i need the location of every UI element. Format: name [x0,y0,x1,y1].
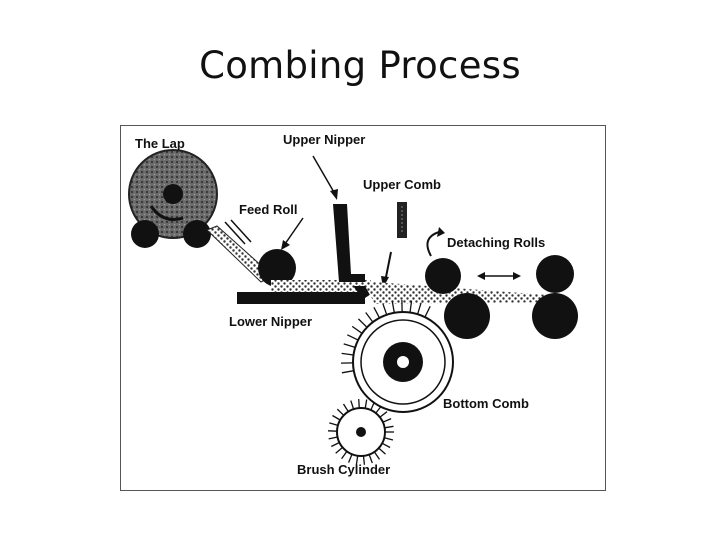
brush-bristle [370,401,375,411]
detaching-motion-arrowhead-right [513,272,521,280]
bottom-comb-outer [352,311,454,413]
brush-bristle [335,446,344,454]
brush-bristle [328,436,338,440]
lower-nipper-lip [353,286,371,298]
brush-bristle [350,400,355,410]
label-the-lap: The Lap [135,136,185,151]
bottom-comb [340,299,454,413]
brush-bristle [331,441,340,448]
upper-nipper-pointer [312,155,336,195]
bottom-comb-needle [357,318,368,328]
label-feed-roll: Feed Roll [239,202,298,217]
brush-bristle [368,454,373,464]
bottom-comb-needle [365,312,374,323]
feed-roll-pointer [284,217,304,245]
lap-roll-core [163,184,183,204]
fiber-fringe [271,280,371,292]
lower-nipper [237,292,365,304]
brush-bristle [378,447,386,455]
brush-cylinder-bristles [327,399,394,465]
detaching-motion-arrowhead-left [477,272,485,280]
lap-support-roller-left [131,220,159,248]
brush-bristle [373,451,381,460]
slide-title: Combing Process [199,44,521,87]
label-detaching-rolls: Detaching Rolls [447,235,545,250]
bottom-comb-needle [409,300,413,313]
brush-bristle [384,437,394,441]
fiber-web [365,282,561,304]
bottom-comb-needle [347,334,359,341]
bottom-comb-needle [341,352,354,356]
brush-bristle [355,455,359,465]
bottom-comb-needle [343,343,356,349]
detaching-roll-bottom-right [532,293,578,339]
combing-diagram: The Lap Upper Nipper Upper Comb Feed Rol… [120,125,606,491]
bottom-comb-hub [397,356,409,368]
label-bottom-comb: Bottom Comb [443,396,529,411]
bottom-comb-needle [351,325,363,334]
bottom-comb-needle [391,300,395,313]
lap-support-roller-right [183,220,211,248]
bottom-comb-needle [373,306,381,319]
brush-bristle [384,425,394,429]
lap-roll [128,149,218,239]
detaching-roll-bottom-left [444,293,490,339]
brush-bristle [364,399,368,409]
brush-bristle [329,422,339,427]
detaching-roll-top-right [536,255,574,293]
brush-bristle [336,408,345,416]
brush-cylinder-hub [356,427,366,437]
brush-bristle [358,399,360,409]
brush-bristle [362,455,366,465]
feed-roll-arrowhead [281,240,290,250]
brush-bristle [382,418,392,423]
label-upper-nipper: Upper Nipper [283,132,365,147]
brush-bristle [375,405,382,414]
feed-roll [258,249,296,287]
bottom-comb-needles [340,299,431,374]
brush-cylinder [327,399,394,465]
brush-bristle [342,403,349,412]
detaching-rotation-arrowhead [437,227,445,237]
combing-diagram-svg: The Lap Upper Nipper Upper Comb Feed Rol… [128,132,578,477]
brush-bristle [347,454,353,463]
feed-direction-line [224,221,246,245]
brush-bristle [341,451,348,460]
detaching-roll-top-left [425,258,461,294]
bottom-comb-needle [416,302,422,315]
upper-nipper-arrowhead [330,189,338,200]
label-brush-cylinder: Brush Cylinder [297,462,390,477]
bottom-comb-needle [341,370,354,374]
bottom-comb-needle [424,306,431,318]
brush-bristle [332,414,341,421]
lap-rotation-arrow [149,205,184,221]
brush-bristle [379,411,388,418]
feed-direction-line-2 [230,219,252,243]
bottom-comb-needle [382,303,388,315]
detaching-rotation-arrow [426,231,440,257]
upper-nipper [333,204,365,282]
label-upper-comb: Upper Comb [363,177,441,192]
brush-bristle [381,442,391,449]
label-lower-nipper: Lower Nipper [229,314,312,329]
